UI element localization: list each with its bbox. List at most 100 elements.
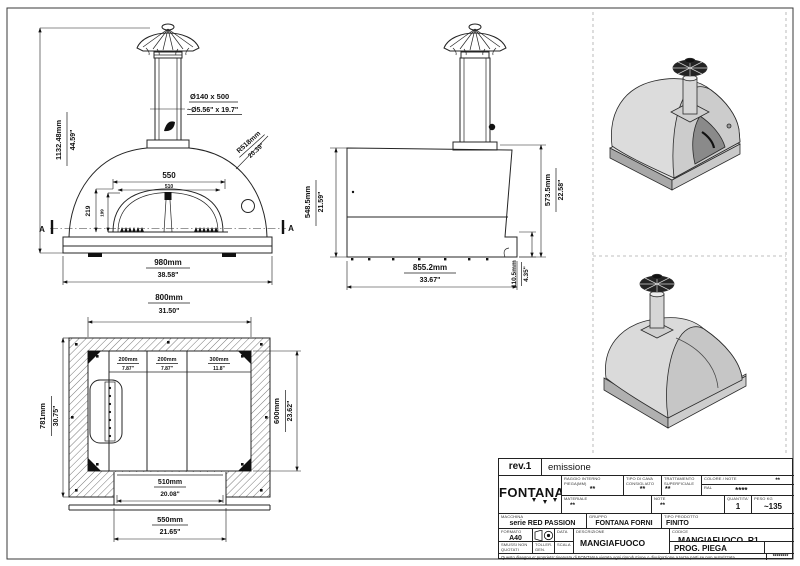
projection-symbol-cell	[532, 528, 554, 541]
cava-cell: TIPO DI CAVA CONSIGLIATO **	[623, 475, 661, 495]
side-vent	[89, 379, 123, 444]
sheet-border	[6, 7, 794, 560]
dim-chimney-mm: Ø140 x 500	[190, 92, 229, 101]
dim-opening-outer: 550	[162, 171, 176, 180]
quantita-cell: QUANTITA' 1	[724, 495, 751, 513]
dim-recess-mm: 550mm	[157, 515, 183, 524]
prog-empty-cell	[764, 541, 794, 553]
materiale-label: MATERIALE	[564, 496, 588, 501]
chimney-cap	[672, 57, 708, 77]
note-value: **	[660, 501, 666, 509]
tipo-prodotto-cell: TIPO PRODOTTO FINITO	[661, 513, 794, 528]
dim-plan-depth-in: 30.75"	[53, 406, 60, 427]
macchina-cell: MACCHINA serie RED PASSION	[499, 513, 586, 528]
data-cell: DATA	[554, 528, 573, 541]
raggio-value: **	[589, 486, 596, 493]
trattamento-value: **	[665, 486, 671, 493]
formato-value: A40	[509, 534, 522, 542]
side-view: 548.5mm 21.59" 573.5mm 22.58" 855.2mm 33…	[303, 23, 565, 290]
plan-fasteners	[71, 341, 268, 492]
foot	[88, 253, 102, 257]
note-label: NOTE	[654, 496, 666, 501]
dim-total-height-mm: 1132.48mm	[54, 120, 63, 160]
macchina-label: MACCHINA	[501, 514, 524, 519]
raggio-label: RAGGIO INTERNO PIEGA(mm)	[564, 476, 601, 486]
ral-cell: RAL ****	[701, 484, 794, 495]
quantita-value: 1	[735, 501, 741, 511]
foot	[222, 253, 236, 257]
damper-knob	[488, 123, 496, 131]
iso-view-front	[609, 57, 741, 191]
leaf-logo-icon	[164, 121, 175, 132]
dim-chimney-in: ~Ø5.56" x 19.7"	[187, 107, 238, 114]
dim-recess-in: 21.65"	[160, 529, 181, 536]
dim-total-height-in: 22.58"	[558, 180, 565, 201]
dim-col3-in: 11.8"	[213, 366, 225, 372]
dim-col2-in: 7.87"	[161, 366, 174, 372]
tipo-prodotto-label: TIPO PRODOTTO	[664, 514, 699, 519]
plan-view: 200mm 7.87" 200mm 7.87" 300mm 11.8" 800m…	[38, 293, 301, 542]
spring-coil	[194, 227, 218, 232]
section-label-a-right: A	[288, 224, 294, 233]
logo-triangle-icon	[553, 498, 557, 502]
revision-description: emissione	[548, 462, 591, 473]
macchina-value: serie RED PASSION	[509, 519, 576, 527]
scala-cell: SCALA	[554, 541, 573, 553]
colore-cell: colore / note **	[701, 475, 794, 484]
dim-col3-mm: 300mm	[210, 357, 229, 363]
thermometer-dial	[241, 199, 255, 213]
prog-value: PROG. PIEGA	[674, 544, 727, 553]
revision-desc-cell: emissione	[541, 459, 794, 475]
dim-base-width-mm: 980mm	[154, 258, 182, 267]
peso-label: PESO Kg	[754, 496, 773, 501]
dim-col1-in: 7.87"	[122, 366, 135, 372]
descrizione-cell: DESCRIZIONE MANGIAFUOCO	[573, 528, 669, 553]
dim-opening-height-outer: 219	[85, 205, 92, 216]
dim-foot-mm: 110.5mm	[511, 260, 518, 288]
gruppo-value: FONTANA FORNI	[595, 519, 653, 527]
logo-triangle-icon	[543, 500, 547, 504]
dim-base-width-in: 38.58"	[158, 272, 179, 279]
codice-cell: CODICE MANGIAFUOCO_R1	[669, 528, 794, 541]
descrizione-value: MANGIAFUOCO	[580, 537, 646, 548]
oven-door-opening	[692, 115, 726, 165]
cava-value: **	[639, 486, 646, 493]
raggio-cell: RAGGIO INTERNO PIEGA(mm) **	[561, 475, 623, 495]
projection-symbol-icon	[534, 530, 553, 541]
prog-cell: PROG. PIEGA	[669, 541, 764, 553]
dim-total-height-in: 44.59"	[70, 130, 77, 151]
note-cell: NOTE **	[651, 495, 724, 513]
formato-cell: FORMATO A40	[499, 528, 532, 541]
corner-gussets	[88, 351, 251, 471]
gruppo-cell: GRUPPO FONTANA FORNI	[586, 513, 661, 528]
materiale-cell: MATERIALE **	[561, 495, 651, 513]
dim-depth-mm: 855.2mm	[413, 263, 447, 272]
dim-depth-in: 33.67"	[420, 277, 441, 284]
spring-coil	[120, 227, 144, 232]
chimney-cap	[639, 273, 675, 293]
ral-value: ****	[735, 486, 748, 495]
trattamento-cell: TRATTAMENTO SUPERFICIALE **	[661, 475, 701, 495]
descrizione-label: DESCRIZIONE	[576, 529, 605, 534]
smussi-label: SMUSSI NON QUOTATI	[501, 542, 528, 552]
codice-label: CODICE	[672, 529, 689, 534]
iso-view-rear	[603, 273, 747, 429]
disclaimer-cell: Questo disegno e' proprieta' riservata d…	[499, 553, 766, 560]
disclaimer-stars: ********	[772, 554, 789, 560]
dim-col2-mm: 200mm	[158, 357, 177, 363]
dim-total-height-mm: 573.5mm	[543, 174, 552, 206]
codice-value: MANGIAFUOCO_R1	[678, 534, 759, 542]
dim-opening-inner: 510	[165, 184, 174, 190]
tipo-prodotto-value: FINITO	[666, 519, 689, 527]
bottom-fasteners	[351, 258, 489, 261]
cava-label: TIPO DI CAVA CONSIGLIATO	[626, 476, 655, 486]
dim-col1-mm: 200mm	[119, 357, 138, 363]
door-handle	[701, 131, 716, 149]
dim-body-height-in: 21.59"	[318, 192, 325, 213]
colore-value: **	[775, 478, 780, 484]
materiale-value: **	[570, 501, 576, 509]
formato-label: FORMATO	[501, 529, 522, 534]
fontana-logo-text: FONTANA	[499, 485, 561, 500]
